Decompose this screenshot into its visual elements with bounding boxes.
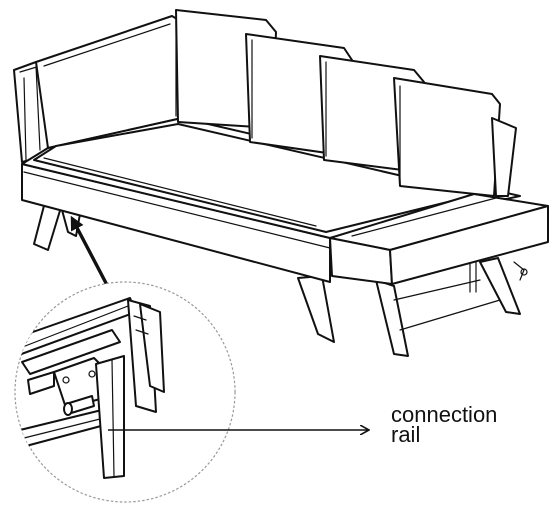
sofa-illustration bbox=[13, 9, 549, 357]
detail-magnified-view bbox=[14, 281, 236, 503]
callout-label-line2: rail bbox=[391, 422, 421, 447]
callout-label-line1: connection bbox=[391, 402, 498, 427]
back-cushions bbox=[175, 9, 517, 197]
sofa-legs bbox=[33, 197, 528, 357]
right-extension-seat bbox=[329, 193, 549, 285]
